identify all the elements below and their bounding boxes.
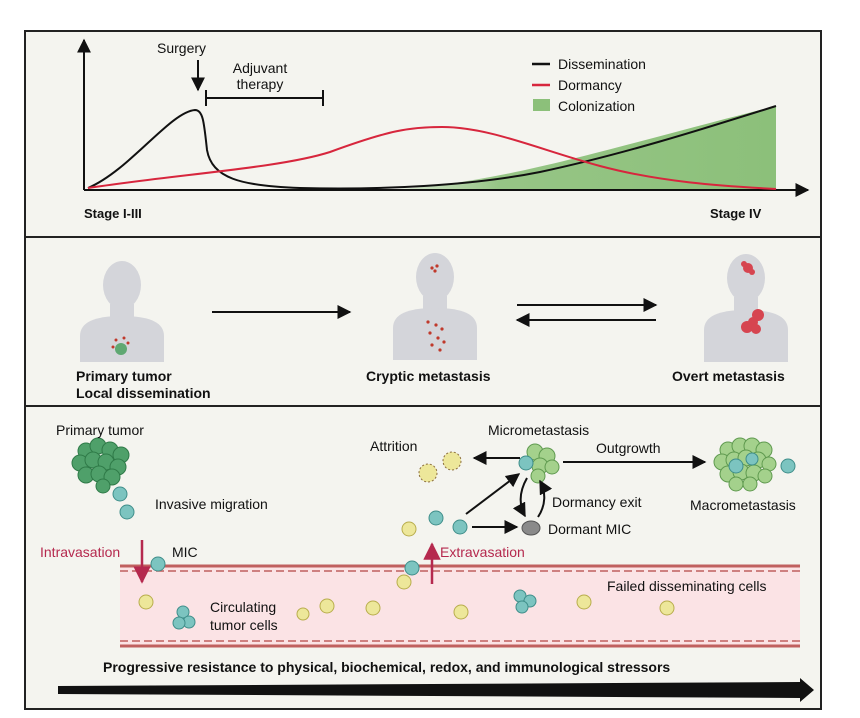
circulating-cells xyxy=(138,560,675,630)
dormancy-curve xyxy=(87,125,777,190)
silhouette-primary xyxy=(80,261,164,362)
dormant-mic-label: Dormant MIC xyxy=(548,521,632,537)
silhouette-overt xyxy=(704,254,788,362)
attrition-cells xyxy=(418,451,462,483)
micrometastasis-teal-cell xyxy=(518,455,534,471)
failed-cells-label: Failed disseminating cells xyxy=(607,578,767,594)
surgery-label: Surgery xyxy=(157,40,207,56)
primary-tumor-label: Primary tumor xyxy=(56,422,144,438)
adjuvant-label-line1: Adjuvant xyxy=(232,60,288,76)
extravasated-cell xyxy=(452,519,468,535)
outgrowth-label: Outgrowth xyxy=(596,440,661,456)
resistance-arrow xyxy=(58,678,814,702)
silhouette-cryptic xyxy=(393,253,477,360)
migrating-cell xyxy=(119,504,135,520)
dissemination-curve xyxy=(87,105,777,190)
primary-stage-label: Primary tumor Local dissemination xyxy=(76,368,211,402)
panel-divider-2 xyxy=(24,405,822,407)
dormant-mic-cell xyxy=(521,520,541,536)
primary-stage-line2: Local dissemination xyxy=(76,385,211,401)
migrating-cell xyxy=(112,486,128,502)
invasive-migration-label: Invasive migration xyxy=(155,496,268,512)
satellite-cell xyxy=(780,458,796,474)
legend-label-colonization: Colonization xyxy=(558,98,636,114)
attrition-label: Attrition xyxy=(370,438,418,454)
adjuvant-label-line2: therapy xyxy=(236,76,284,92)
x-axis-start-label: Stage I-III xyxy=(84,206,142,221)
primary-tumor-cluster xyxy=(71,437,130,494)
arrow-to-micrometastasis xyxy=(465,473,521,515)
resistance-caption: Progressive resistance to physical, bioc… xyxy=(103,659,671,675)
macrometastasis-teal-cell xyxy=(745,452,759,466)
micrometastasis-cluster xyxy=(526,443,560,484)
circulating-label-line2: tumor cells xyxy=(210,617,278,633)
x-axis-end-label: Stage IV xyxy=(710,206,762,221)
intravasation-label: Intravasation xyxy=(40,544,121,560)
mic-cell xyxy=(150,556,166,572)
panel-divider-1 xyxy=(24,236,822,238)
legend-label-dormancy: Dormancy xyxy=(558,77,622,93)
macrometastasis-teal-cell xyxy=(728,458,744,474)
overt-stage-label: Overt metastasis xyxy=(672,368,785,384)
dormancy-exit-label: Dormancy exit xyxy=(552,494,642,510)
legend-label-dissemination: Dissemination xyxy=(558,56,646,72)
extravasated-cell xyxy=(428,510,444,526)
mic-label: MIC xyxy=(172,544,198,560)
circulating-label: Circulating tumor cells xyxy=(210,598,278,634)
arrow-dormancy-exit xyxy=(537,479,553,518)
colonization-area xyxy=(380,106,776,190)
arrow-dormancy-entry xyxy=(512,477,528,518)
extravasation-label: Extravasation xyxy=(440,544,525,560)
circulating-label-line1: Circulating xyxy=(210,599,277,615)
stage-chart xyxy=(77,38,810,197)
primary-stage-line1: Primary tumor xyxy=(76,368,172,384)
cryptic-stage-label: Cryptic metastasis xyxy=(366,368,491,384)
micrometastasis-label: Micrometastasis xyxy=(488,422,590,438)
adjuvant-label: Adjuvant therapy xyxy=(230,60,290,92)
macrometastasis-label: Macrometastasis xyxy=(690,497,796,513)
macrometastasis-cluster xyxy=(713,437,777,492)
legend-swatch-colonization xyxy=(533,99,550,111)
extravasated-cell xyxy=(401,521,417,537)
